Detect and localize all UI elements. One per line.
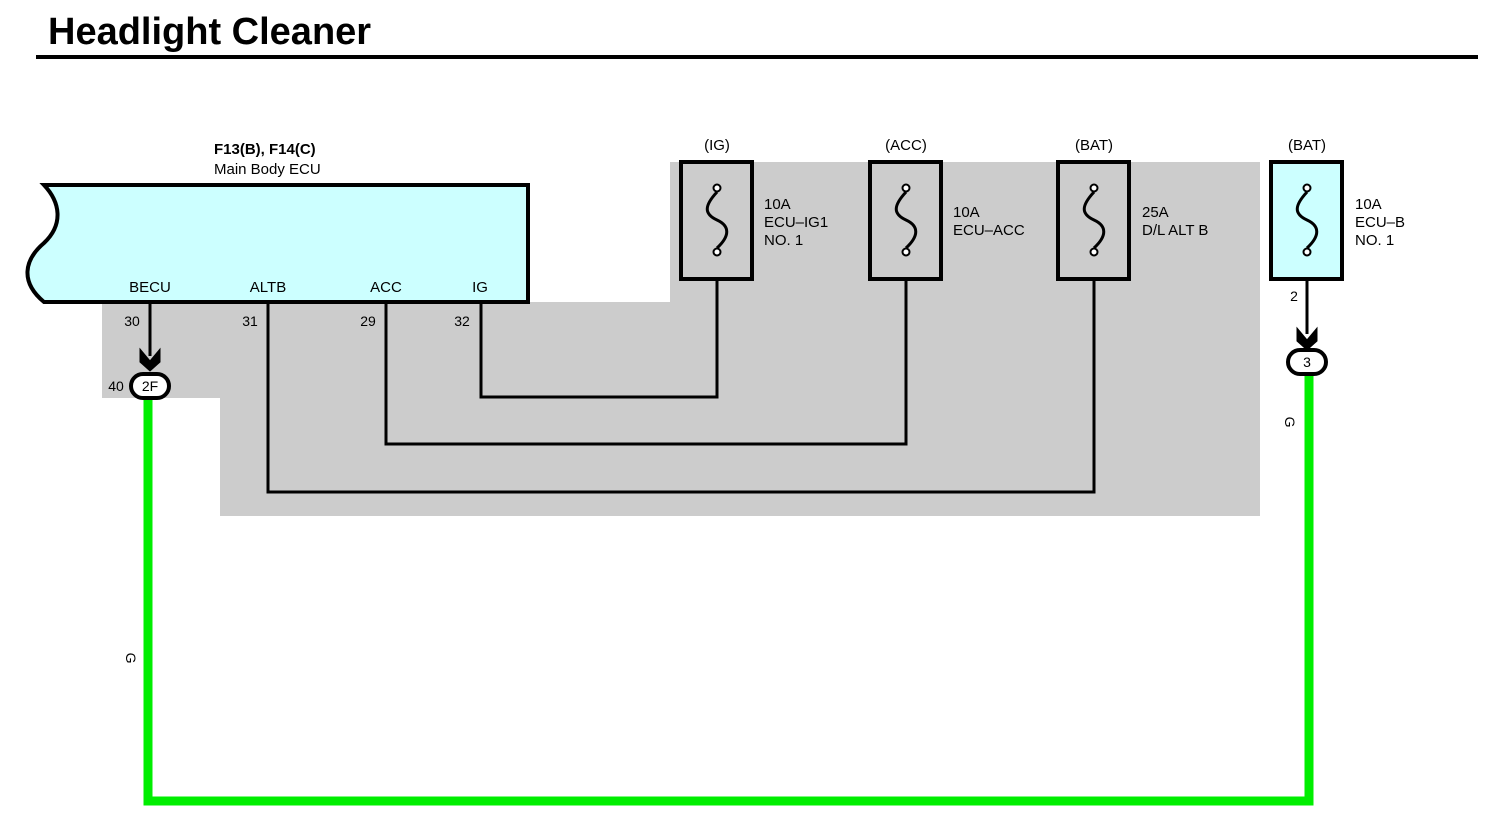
fuse-ecu-acc: (ACC) 10A ECU–ACC [868, 137, 1025, 281]
wire-altb [266, 252, 1096, 494]
ecu-terminal-ig: IG [472, 279, 488, 296]
wire-ig [479, 252, 719, 399]
fuse-source-label: (BAT) [1075, 137, 1113, 154]
ecu-pin-acc: 29 [360, 313, 376, 329]
connector-pin: 40 [108, 378, 124, 394]
fuse-amperage: 25A [1142, 204, 1169, 221]
fuse-terminal-bottom [1089, 247, 1099, 257]
connector-code: 3 [1303, 354, 1311, 370]
fuse-terminal-bottom [901, 247, 911, 257]
connector-2f: 2F 40 [108, 347, 171, 400]
connector-3: 3 [1286, 326, 1328, 376]
fuse-element [1295, 190, 1319, 250]
ecu-pin-becu: 30 [124, 313, 140, 329]
fuse-name: ECU–IG1 [764, 214, 828, 231]
fuse-name-line2: NO. 1 [764, 232, 803, 249]
ecu-pin-ig: 32 [454, 313, 470, 329]
fuse-element [1082, 190, 1106, 250]
fuse-terminal-top [1089, 183, 1099, 193]
fuse-dl-alt-b: (BAT) 25A D/L ALT B [1056, 137, 1208, 281]
fuse-element [705, 190, 729, 250]
fuse-name: ECU–ACC [953, 222, 1025, 239]
fuse-source-label: (IG) [704, 137, 730, 154]
green-wire [143, 374, 1314, 806]
connector-body [129, 372, 171, 400]
fuse-terminal-top [712, 183, 722, 193]
connector-arrow-icon [1296, 326, 1318, 351]
fuse-source-label: (ACC) [885, 137, 927, 154]
fuse-box [1269, 160, 1344, 281]
connector-body [1286, 348, 1328, 376]
main-body-ecu: F13(B), F14(C) Main Body ECU BECU ALTB A… [25, 141, 530, 329]
fuse-terminal-top [901, 183, 911, 193]
ecu-terminal-becu: BECU [129, 279, 171, 296]
fuse-name-line2: NO. 1 [1355, 232, 1394, 249]
connector-code: 2F [142, 378, 158, 394]
fuse-amperage: 10A [764, 196, 791, 213]
ecu-box [25, 183, 530, 304]
fuse-terminal-top [1302, 183, 1312, 193]
fuse-element [894, 190, 918, 250]
wire-acc [384, 252, 908, 446]
ecu-terminal-altb: ALTB [250, 279, 286, 296]
signal-wires [148, 252, 1309, 494]
fuse-amperage: 10A [1355, 196, 1382, 213]
ecu-connector-code: F13(B), F14(C) [214, 141, 316, 158]
fuse-terminal-bottom [1302, 247, 1312, 257]
connector-arrow-icon [139, 347, 161, 372]
fuse-terminal-bottom [712, 247, 722, 257]
fuse-output-pin: 2 [1290, 288, 1298, 304]
fuse-ecu-b: (BAT) 10A ECU–B NO. 1 2 [1269, 137, 1405, 304]
diagram-title: Headlight Cleaner [48, 11, 371, 53]
fuse-source-label: (BAT) [1288, 137, 1326, 154]
fuse-name: D/L ALT B [1142, 222, 1208, 239]
ecu-pin-altb: 31 [242, 313, 258, 329]
wire-color-code-right: G [1282, 417, 1298, 428]
fuse-amperage: 10A [953, 204, 980, 221]
power-feed-shaded-area [102, 162, 1260, 516]
fuse-name: ECU–B [1355, 214, 1405, 231]
fuse-ecu-ig1: (IG) 10A ECU–IG1 NO. 1 [679, 137, 828, 281]
ecu-terminal-acc: ACC [370, 279, 402, 296]
wire-color-code-left: G [123, 653, 139, 664]
ecu-name: Main Body ECU [214, 161, 321, 178]
